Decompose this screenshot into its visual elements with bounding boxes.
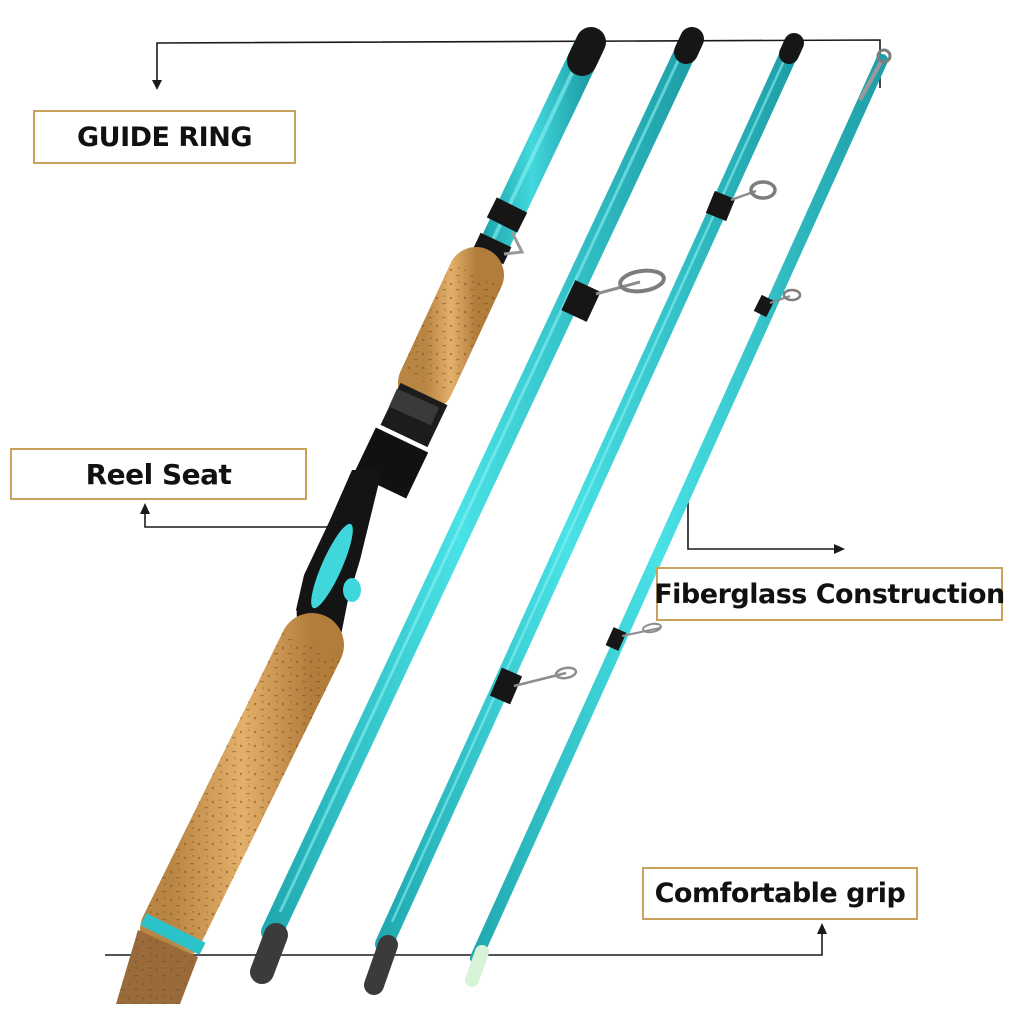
handle-butt-section bbox=[116, 27, 606, 1004]
tip-section bbox=[465, 48, 892, 987]
guide-ring-callout: GUIDE RING bbox=[33, 110, 296, 164]
fiberglass-leader-line bbox=[687, 482, 845, 554]
reel-seat-callout: Reel Seat bbox=[10, 448, 307, 500]
grip-leader-line bbox=[105, 923, 827, 956]
reel-seat-label: Reel Seat bbox=[85, 457, 232, 491]
guide-ring-label: GUIDE RING bbox=[77, 121, 252, 153]
second-section bbox=[250, 27, 704, 984]
grip-label: Comfortable grip bbox=[654, 878, 906, 909]
fiberglass-label: Fiberglass Construction bbox=[654, 578, 1005, 610]
third-section bbox=[364, 33, 804, 995]
reel-seat-leader-line bbox=[140, 503, 333, 528]
fiberglass-callout: Fiberglass Construction bbox=[654, 567, 1005, 621]
grip-callout: Comfortable grip bbox=[642, 867, 918, 920]
